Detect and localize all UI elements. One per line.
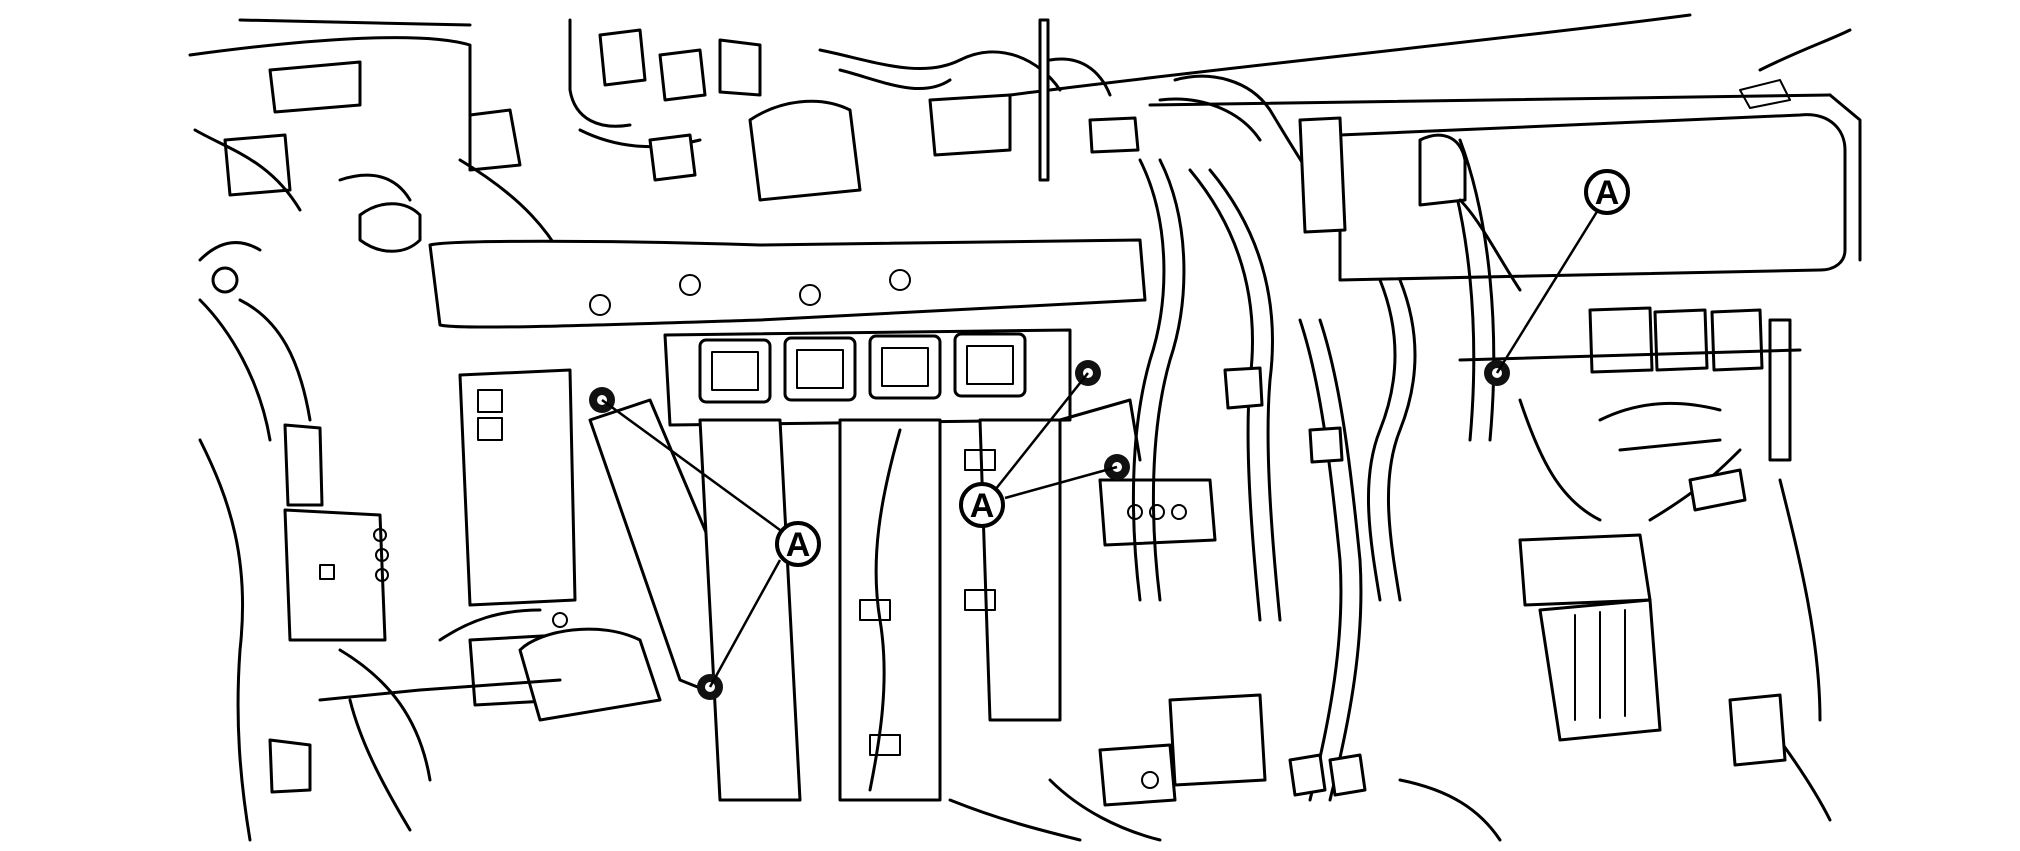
callout-label: A [1595,174,1620,212]
right-side-components [1418,133,1832,822]
lower-center-parts [948,693,1502,842]
bolt-markers [589,360,1510,700]
callout-a-left: A [775,521,821,567]
left-upper-components [193,60,582,442]
callout-leaders [601,209,1600,688]
lower-support-frames [458,368,1217,802]
relay-block [663,328,1072,427]
callout-a-right: A [1584,169,1630,215]
callout-label: A [970,487,995,525]
callout-label: A [786,526,811,564]
callout-a-center: A [959,482,1005,528]
center-harnesses [1131,138,1496,802]
left-lower-brackets [198,423,662,842]
cross-member-beam [428,238,1147,329]
top-center-connectors [568,18,1347,234]
